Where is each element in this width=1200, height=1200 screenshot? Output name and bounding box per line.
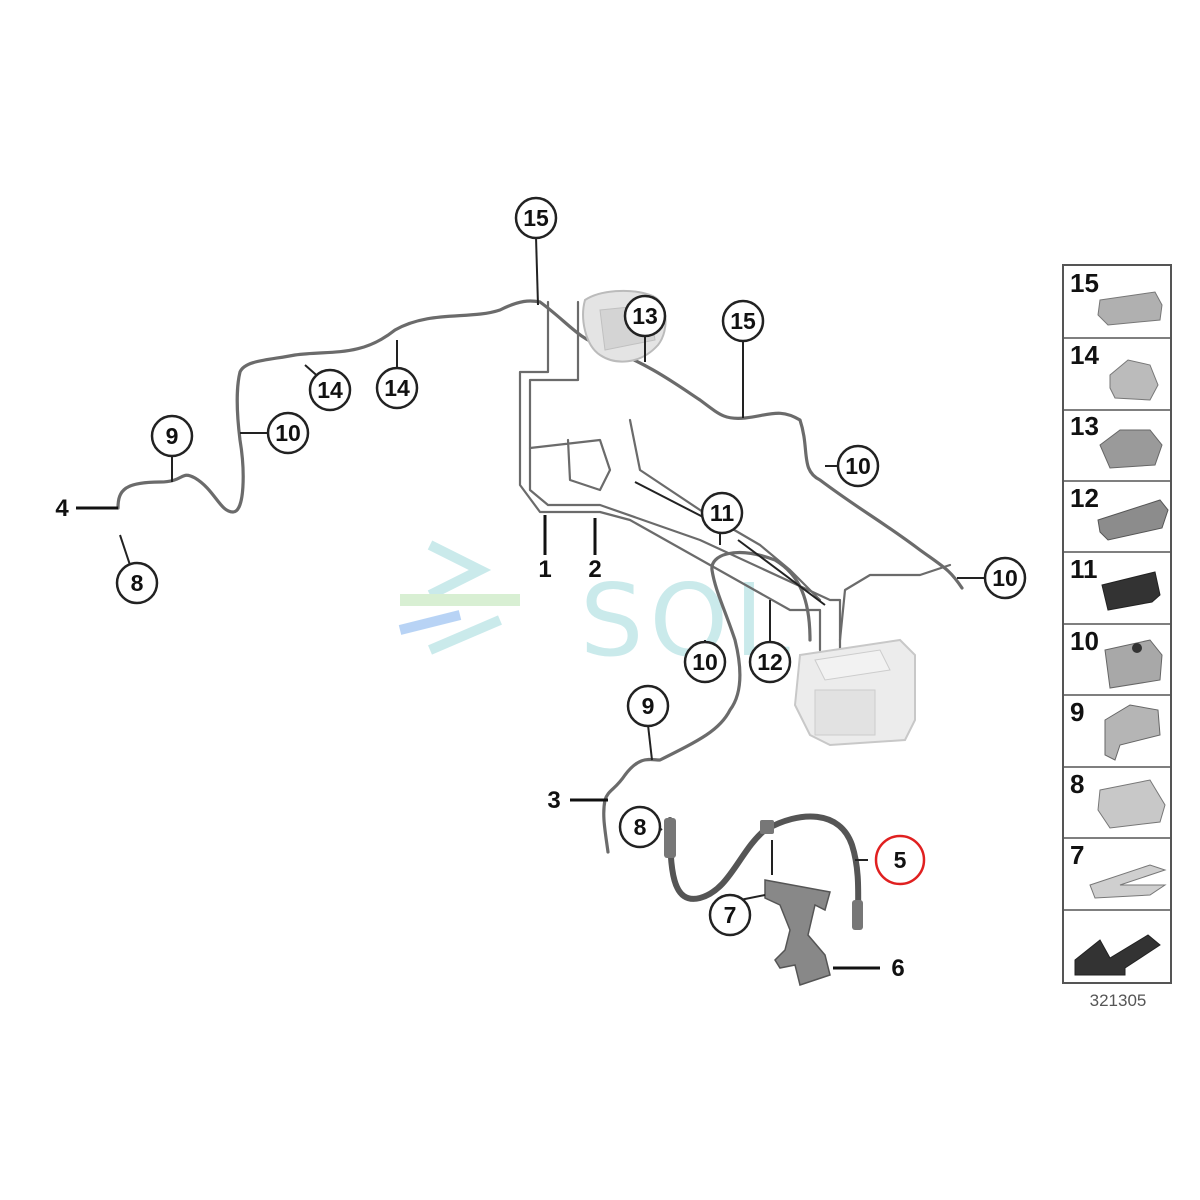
leader-lines	[76, 236, 985, 970]
svg-text:15: 15	[1070, 268, 1099, 298]
callout-12-label: 12	[757, 649, 783, 675]
legend-item-14[interactable]: 14	[1070, 340, 1159, 401]
svg-text:10: 10	[1070, 626, 1099, 656]
clip-11-icon	[1101, 571, 1161, 611]
label-4: 4	[55, 495, 69, 522]
clip-10-icon	[1104, 639, 1163, 689]
callout-10c-label: 10	[992, 565, 1018, 591]
legend-direction-arrow	[1074, 934, 1161, 976]
callout-5-highlighted[interactable]: 5	[874, 834, 926, 886]
callout-14a[interactable]: 14	[308, 368, 352, 412]
clip-7-icon	[1089, 864, 1167, 899]
diagram-number: 321305	[1090, 991, 1147, 1010]
callout-13-label: 13	[632, 303, 658, 329]
callout-9b[interactable]: 9	[626, 684, 670, 728]
legend-item-8[interactable]: 8	[1070, 769, 1166, 829]
callout-14b-label: 14	[384, 375, 410, 401]
callout-10d-label: 10	[692, 649, 718, 675]
legend-separators	[1063, 337, 1171, 911]
callout-10a-label: 10	[275, 420, 301, 446]
legend-item-7[interactable]: 7	[1070, 840, 1167, 899]
svg-text:14: 14	[1070, 340, 1099, 370]
legend-item-10[interactable]: 10	[1070, 626, 1163, 689]
callout-8a-label: 8	[131, 570, 144, 596]
clip-13-icon	[1099, 429, 1163, 469]
callout-7[interactable]: 7	[708, 893, 752, 937]
brake-pipe-long	[116, 299, 964, 590]
legend-item-13[interactable]: 13	[1070, 411, 1163, 469]
flex-brake-hose	[664, 813, 863, 930]
legend-item-9[interactable]: 9	[1070, 697, 1161, 761]
callout-11-label: 11	[710, 500, 735, 526]
svg-text:9: 9	[1070, 697, 1084, 727]
label-2: 2	[588, 556, 601, 583]
clip-8-icon	[1097, 779, 1166, 829]
callout-10b[interactable]: 10	[836, 444, 880, 488]
callout-15a-label: 15	[523, 205, 549, 231]
callout-8b-label: 8	[634, 814, 647, 840]
legend-item-12[interactable]: 12	[1070, 483, 1169, 541]
clip-15-icon	[1097, 291, 1163, 326]
legend-item-11[interactable]: 11	[1070, 554, 1161, 611]
clip-12-icon	[1097, 499, 1169, 541]
callout-9a-label: 9	[166, 423, 179, 449]
label-3: 3	[547, 787, 560, 814]
clip-9-icon	[1104, 704, 1161, 761]
pipe-bundle-center	[518, 300, 952, 652]
callout-5-label: 5	[894, 847, 907, 873]
svg-text:11: 11	[1070, 554, 1098, 584]
label-1: 1	[538, 556, 551, 583]
parts-legend: 15 14 13 12 11 10 9 8	[1062, 264, 1172, 984]
callout-15a[interactable]: 15	[514, 196, 558, 240]
callout-10b-label: 10	[845, 453, 871, 479]
callout-7-label: 7	[724, 902, 737, 928]
svg-text:8: 8	[1070, 769, 1084, 799]
callout-11[interactable]: 11	[700, 491, 744, 535]
callout-13[interactable]: 13	[623, 294, 667, 338]
svg-text:13: 13	[1070, 411, 1099, 441]
bracket-part	[764, 879, 831, 986]
callout-8a[interactable]: 8	[115, 561, 159, 605]
svg-text:12: 12	[1070, 483, 1099, 513]
callout-12[interactable]: 12	[748, 640, 792, 684]
callout-10c[interactable]: 10	[983, 556, 1027, 600]
callout-10d[interactable]: 10	[683, 640, 727, 684]
callout-8b[interactable]: 8	[618, 805, 662, 849]
callout-15b-label: 15	[730, 308, 756, 334]
arrow-icon	[1074, 934, 1161, 976]
svg-text:7: 7	[1070, 840, 1084, 870]
callout-9b-label: 9	[642, 693, 655, 719]
legend-item-15[interactable]: 15	[1070, 268, 1163, 326]
label-6: 6	[891, 955, 904, 982]
callout-14b[interactable]: 14	[375, 366, 419, 410]
hydraulic-unit	[793, 638, 916, 747]
callout-14a-label: 14	[317, 377, 343, 403]
callout-9a[interactable]: 9	[150, 414, 194, 458]
callout-10a[interactable]: 10	[266, 411, 310, 455]
callout-15b[interactable]: 15	[721, 299, 765, 343]
clip-14-icon	[1109, 359, 1159, 401]
